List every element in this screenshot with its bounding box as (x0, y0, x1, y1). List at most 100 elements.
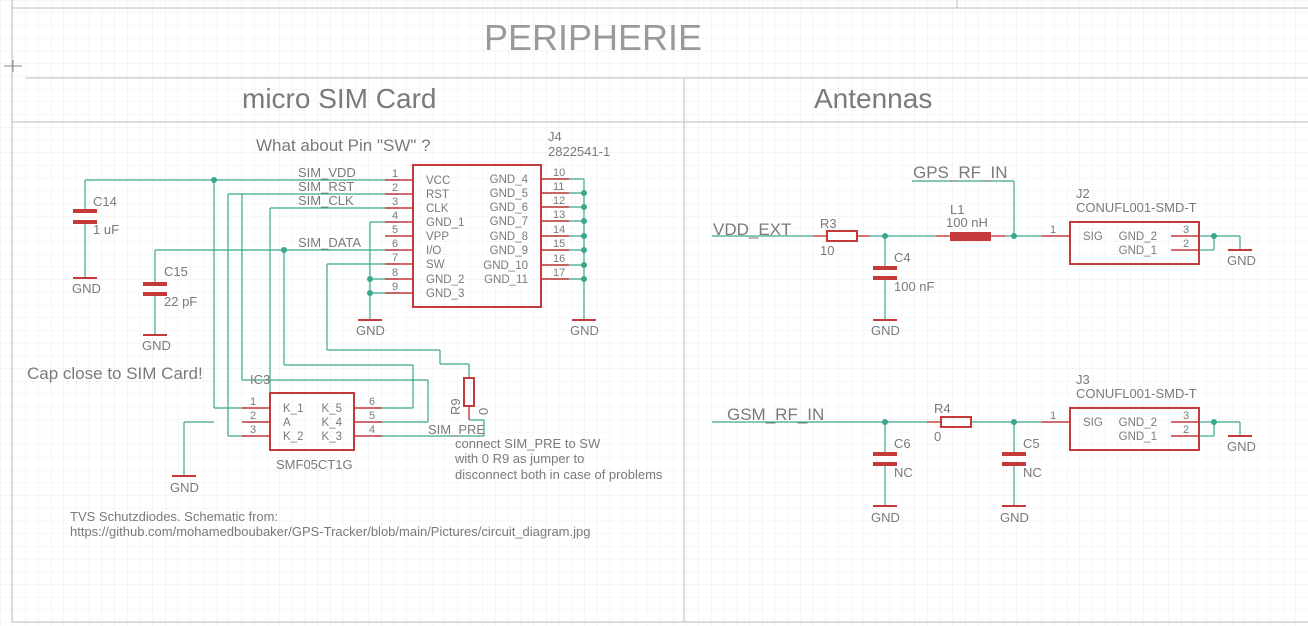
j4-pin-name: GND_4 (490, 174, 529, 186)
j4-pin-name: VPP (426, 231, 449, 243)
capacitor-c4[interactable]: C4 100 nF (873, 250, 935, 294)
gnd-label: GND (871, 510, 900, 525)
j2-pin-name: SIG (1083, 231, 1103, 243)
gnd-label: GND (871, 323, 900, 338)
j3-pin-name: GND_1 (1119, 431, 1157, 443)
c4-ref: C4 (894, 250, 911, 265)
j4-pin-num: 1 (392, 168, 398, 180)
j4-pin-num: 15 (553, 238, 565, 250)
j4-pin-name: GND_7 (490, 216, 528, 228)
j4-value: 2822541-1 (548, 144, 610, 159)
net-label-sim-pre: SIM_PRE (428, 422, 485, 437)
ic3-pin-num: 5 (369, 410, 375, 422)
net-label-sim-rst: SIM_RST (298, 179, 354, 194)
gnd-label: GND (570, 323, 599, 338)
ic3-pin-name: K_5 (322, 403, 342, 415)
resistor-r4[interactable]: R4 0 (927, 401, 972, 444)
net-label-gsm-rf-in: GSM_RF_IN (727, 405, 824, 424)
ic3-pin-num: 3 (250, 424, 256, 436)
net-label-sim-clk: SIM_CLK (298, 193, 354, 208)
capacitor-c6[interactable]: C6 NC (873, 436, 913, 480)
j2-value: CONUFL001-SMD-T (1076, 200, 1197, 215)
j4-pin-name: GND_8 (490, 231, 528, 243)
r9-ref: R9 (448, 398, 463, 415)
j4-pin-name: GND_1 (426, 217, 464, 229)
note-connect-line-3: disconnect both in case of problems (455, 467, 663, 482)
ic3-pin-name: K_1 (283, 403, 303, 415)
r3-value: 10 (820, 243, 834, 258)
j4-pin-num: 14 (553, 224, 565, 236)
ic3-pin-name: K_3 (322, 431, 342, 443)
j4-pin-num: 9 (392, 281, 398, 293)
note-cap-close: Cap close to SIM Card! (27, 364, 203, 383)
ic3-pin-name: K_2 (283, 431, 303, 443)
section-title-antennas: Antennas (814, 83, 932, 114)
resistor-r9[interactable]: R9 0 (448, 377, 491, 421)
gnd-label: GND (1000, 510, 1029, 525)
c4-value: 100 nF (894, 279, 935, 294)
c14-ref: C14 (93, 194, 117, 209)
sheet-title: PERIPHERIE (484, 17, 702, 58)
ic3-pin-name: K_4 (322, 417, 343, 429)
net-label-gps-rf-in: GPS_RF_IN (913, 163, 1007, 182)
j2-pin-name: GND_1 (1119, 245, 1157, 257)
section-title-sim: micro SIM Card (242, 83, 436, 114)
j4-pin-name: GND_10 (483, 260, 528, 272)
ic3-pin-num: 4 (369, 424, 375, 436)
ic3-tvs-diode[interactable]: IC3 SMF05CT1G 1 2 3 6 5 4 K_1 A K_2 K_5 … (242, 372, 382, 472)
j2-ref: J2 (1076, 186, 1090, 201)
sim-wires (84, 178, 585, 476)
j4-pin-name: RST (426, 189, 449, 201)
r3-ref: R3 (820, 216, 837, 231)
j3-ref: J3 (1076, 372, 1090, 387)
j4-pin-name: GND_5 (490, 188, 528, 200)
j4-pin-name: I/O (426, 245, 441, 257)
c6-value: NC (894, 465, 913, 480)
c15-ref: C15 (164, 264, 188, 279)
ic3-value: SMF05CT1G (276, 457, 353, 472)
net-label-sim-vdd: SIM_VDD (298, 165, 356, 180)
j4-pin-num: 5 (392, 224, 398, 236)
gnd-label: GND (1227, 253, 1256, 268)
note-connect-line-1: connect SIM_PRE to SW (455, 436, 601, 451)
j4-pin-num: 6 (392, 238, 398, 250)
j4-pin-num: 17 (553, 267, 565, 279)
c14-value: 1 uF (93, 222, 119, 237)
j4-pin-name: GND_2 (426, 274, 464, 286)
j4-pin-num: 12 (553, 195, 565, 207)
gnd-label: GND (1227, 439, 1256, 454)
inductor-l1[interactable]: L1 100 nH (936, 202, 1005, 241)
j3-pin-name: SIG (1083, 417, 1103, 429)
capacitor-c14[interactable]: C14 1 uF (73, 194, 119, 237)
j4-sim-connector[interactable]: J4 2822541-1 1 2 3 4 5 6 7 8 9 10 11 12 … (385, 129, 610, 308)
gnd-label: GND (356, 323, 385, 338)
j4-pin-name: CLK (426, 203, 449, 215)
r9-value: 0 (476, 408, 491, 415)
j4-pin-name: GND_11 (484, 274, 528, 286)
gnd-symbols-antennas (873, 249, 1252, 507)
j4-pin-name: GND_3 (426, 288, 464, 300)
j4-pin-num: 10 (553, 167, 565, 179)
j4-pin-num: 7 (392, 252, 398, 264)
j2-pin-num: 1 (1050, 224, 1056, 236)
capacitor-c5[interactable]: C5 NC (1002, 436, 1042, 480)
capacitor-c15[interactable]: C15 22 pF (143, 264, 197, 309)
ic3-pin-num: 1 (250, 396, 256, 408)
ic3-pin-num: 6 (369, 396, 375, 408)
j2-ufl-connector[interactable]: J2 CONUFL001-SMD-T 1 3 2 SIG GND_2 GND_1 (1042, 186, 1200, 265)
c5-value: NC (1023, 465, 1042, 480)
gnd-label: GND (142, 338, 171, 353)
j4-pin-name: VCC (426, 175, 450, 187)
j3-ufl-connector[interactable]: J3 CONUFL001-SMD-T 1 3 2 SIG GND_2 GND_1 (1042, 372, 1200, 451)
c6-ref: C6 (894, 436, 911, 451)
gnd-label: GND (72, 281, 101, 296)
j4-pin-num: 3 (392, 196, 398, 208)
j4-ref: J4 (548, 129, 562, 144)
net-label-vdd-ext: VDD_EXT (713, 220, 791, 239)
resistor-r3[interactable]: R3 10 (813, 216, 870, 258)
note-sw-question: What about Pin "SW" ? (256, 136, 431, 155)
note-connect-line-2: with 0 R9 as jumper to (454, 451, 584, 466)
net-label-sim-data: SIM_DATA (298, 235, 361, 250)
j4-pin-num: 13 (553, 209, 565, 221)
j2-pin-name: GND_2 (1119, 231, 1157, 243)
